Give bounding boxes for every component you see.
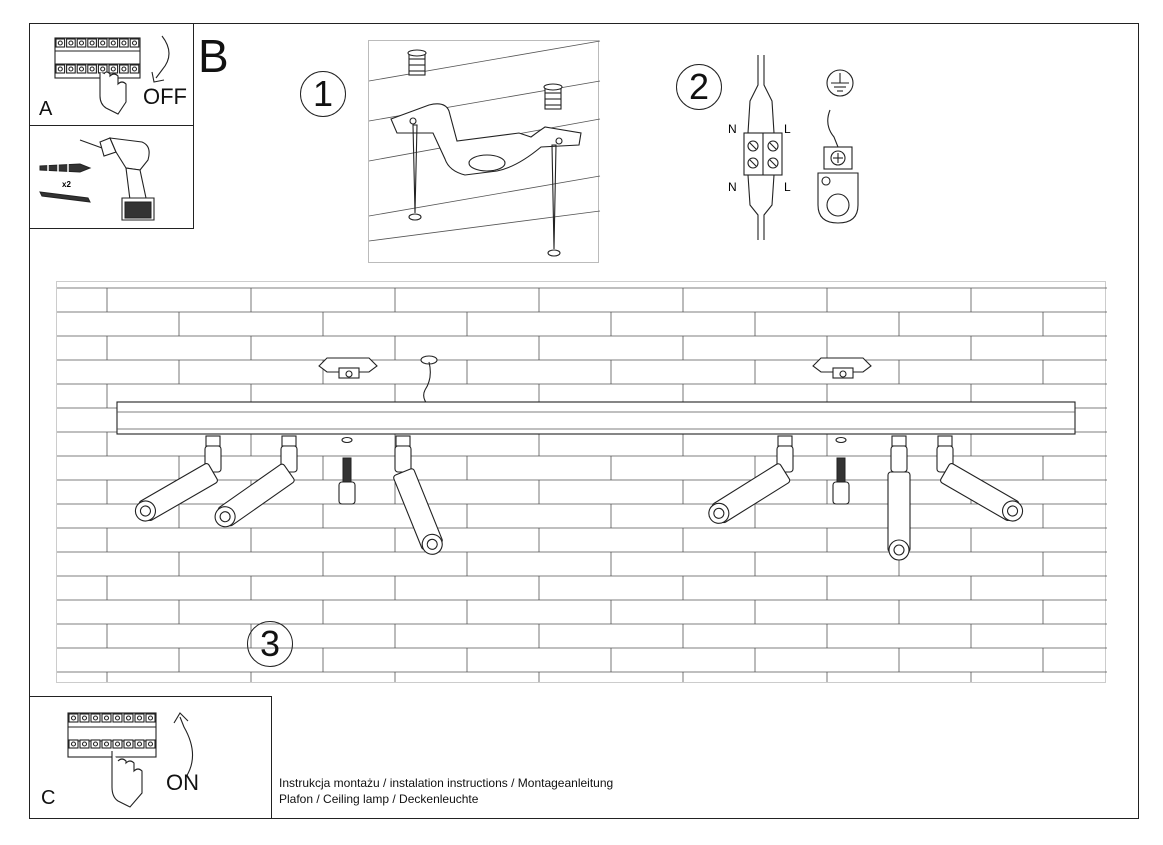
step-c-panel: C ON: [29, 696, 272, 819]
step-2-number: 2: [688, 66, 710, 107]
wall-plug-right-icon: [543, 83, 563, 110]
breaker-panel-off-illustration: [54, 35, 170, 115]
spot-5-icon: [887, 435, 911, 561]
screw-right-icon: [547, 144, 561, 257]
wall-plug-icon: [39, 163, 92, 173]
spot-1-icon: [134, 435, 222, 522]
off-label: OFF: [143, 84, 187, 109]
power-cable-icon: [420, 355, 438, 407]
spot-4-icon: [708, 435, 794, 524]
caption-block: Instrukcja montażu / instalation instruc…: [279, 775, 613, 807]
step-3-number: 3: [259, 623, 281, 664]
step-3-badge: 3: [247, 621, 293, 667]
live-label-bottom: L: [784, 180, 791, 194]
wall-plug-left-icon: [407, 49, 427, 76]
drill-icon: [79, 137, 155, 221]
mounting-bracket-diagram: [368, 40, 601, 257]
spot-2-icon: [214, 435, 298, 528]
step-c-label: C: [41, 787, 56, 809]
ground-terminal-icon: [817, 109, 859, 224]
mounting-bracket-left-icon: [318, 357, 378, 379]
bracket-icon: [390, 103, 582, 176]
neutral-label-bottom: N: [728, 180, 737, 194]
spot-3-icon: [393, 435, 443, 555]
ground-symbol-icon: [826, 69, 854, 97]
drill-quantity: x2: [62, 180, 71, 189]
mounting-bracket-right-icon: [812, 357, 872, 379]
breaker-panel-on-illustration: [67, 712, 194, 808]
fixing-screw-right-icon: [832, 436, 850, 505]
step-a-panel: A OFF: [29, 23, 194, 126]
screw-left-icon: [408, 124, 422, 221]
step-1-badge: 1: [300, 71, 346, 117]
spotlights-group: [134, 435, 1024, 561]
step-2-badge: 2: [676, 64, 722, 110]
step-3-installation-scene: 3: [56, 281, 1107, 683]
instruction-sheet-frame: [29, 23, 1139, 819]
step-a-label: A: [39, 98, 53, 120]
live-label-top: L: [784, 122, 791, 136]
terminal-block-icon: [743, 55, 783, 240]
lamp-rail-icon: [116, 401, 1076, 435]
fixing-screw-left-icon: [338, 436, 356, 505]
step-1-number: 1: [312, 73, 334, 114]
screw-icon: [39, 191, 91, 203]
on-label: ON: [166, 770, 199, 795]
caption-product: Plafon / Ceiling lamp / Deckenleuchte: [279, 792, 479, 806]
drill-tools-illustration: x2: [39, 137, 155, 221]
ceiling-lamp-installation-diagram: [57, 287, 1107, 682]
step-b-label: B: [198, 30, 229, 82]
spot-6-icon: [936, 435, 1024, 522]
step-1-bracket-illustration: [368, 40, 601, 263]
caption-instructions: Instrukcja montażu / instalation instruc…: [279, 776, 614, 790]
tools-panel: x2: [29, 125, 194, 229]
wiring-diagram: N L N L: [728, 55, 859, 240]
neutral-label-top: N: [728, 122, 737, 136]
